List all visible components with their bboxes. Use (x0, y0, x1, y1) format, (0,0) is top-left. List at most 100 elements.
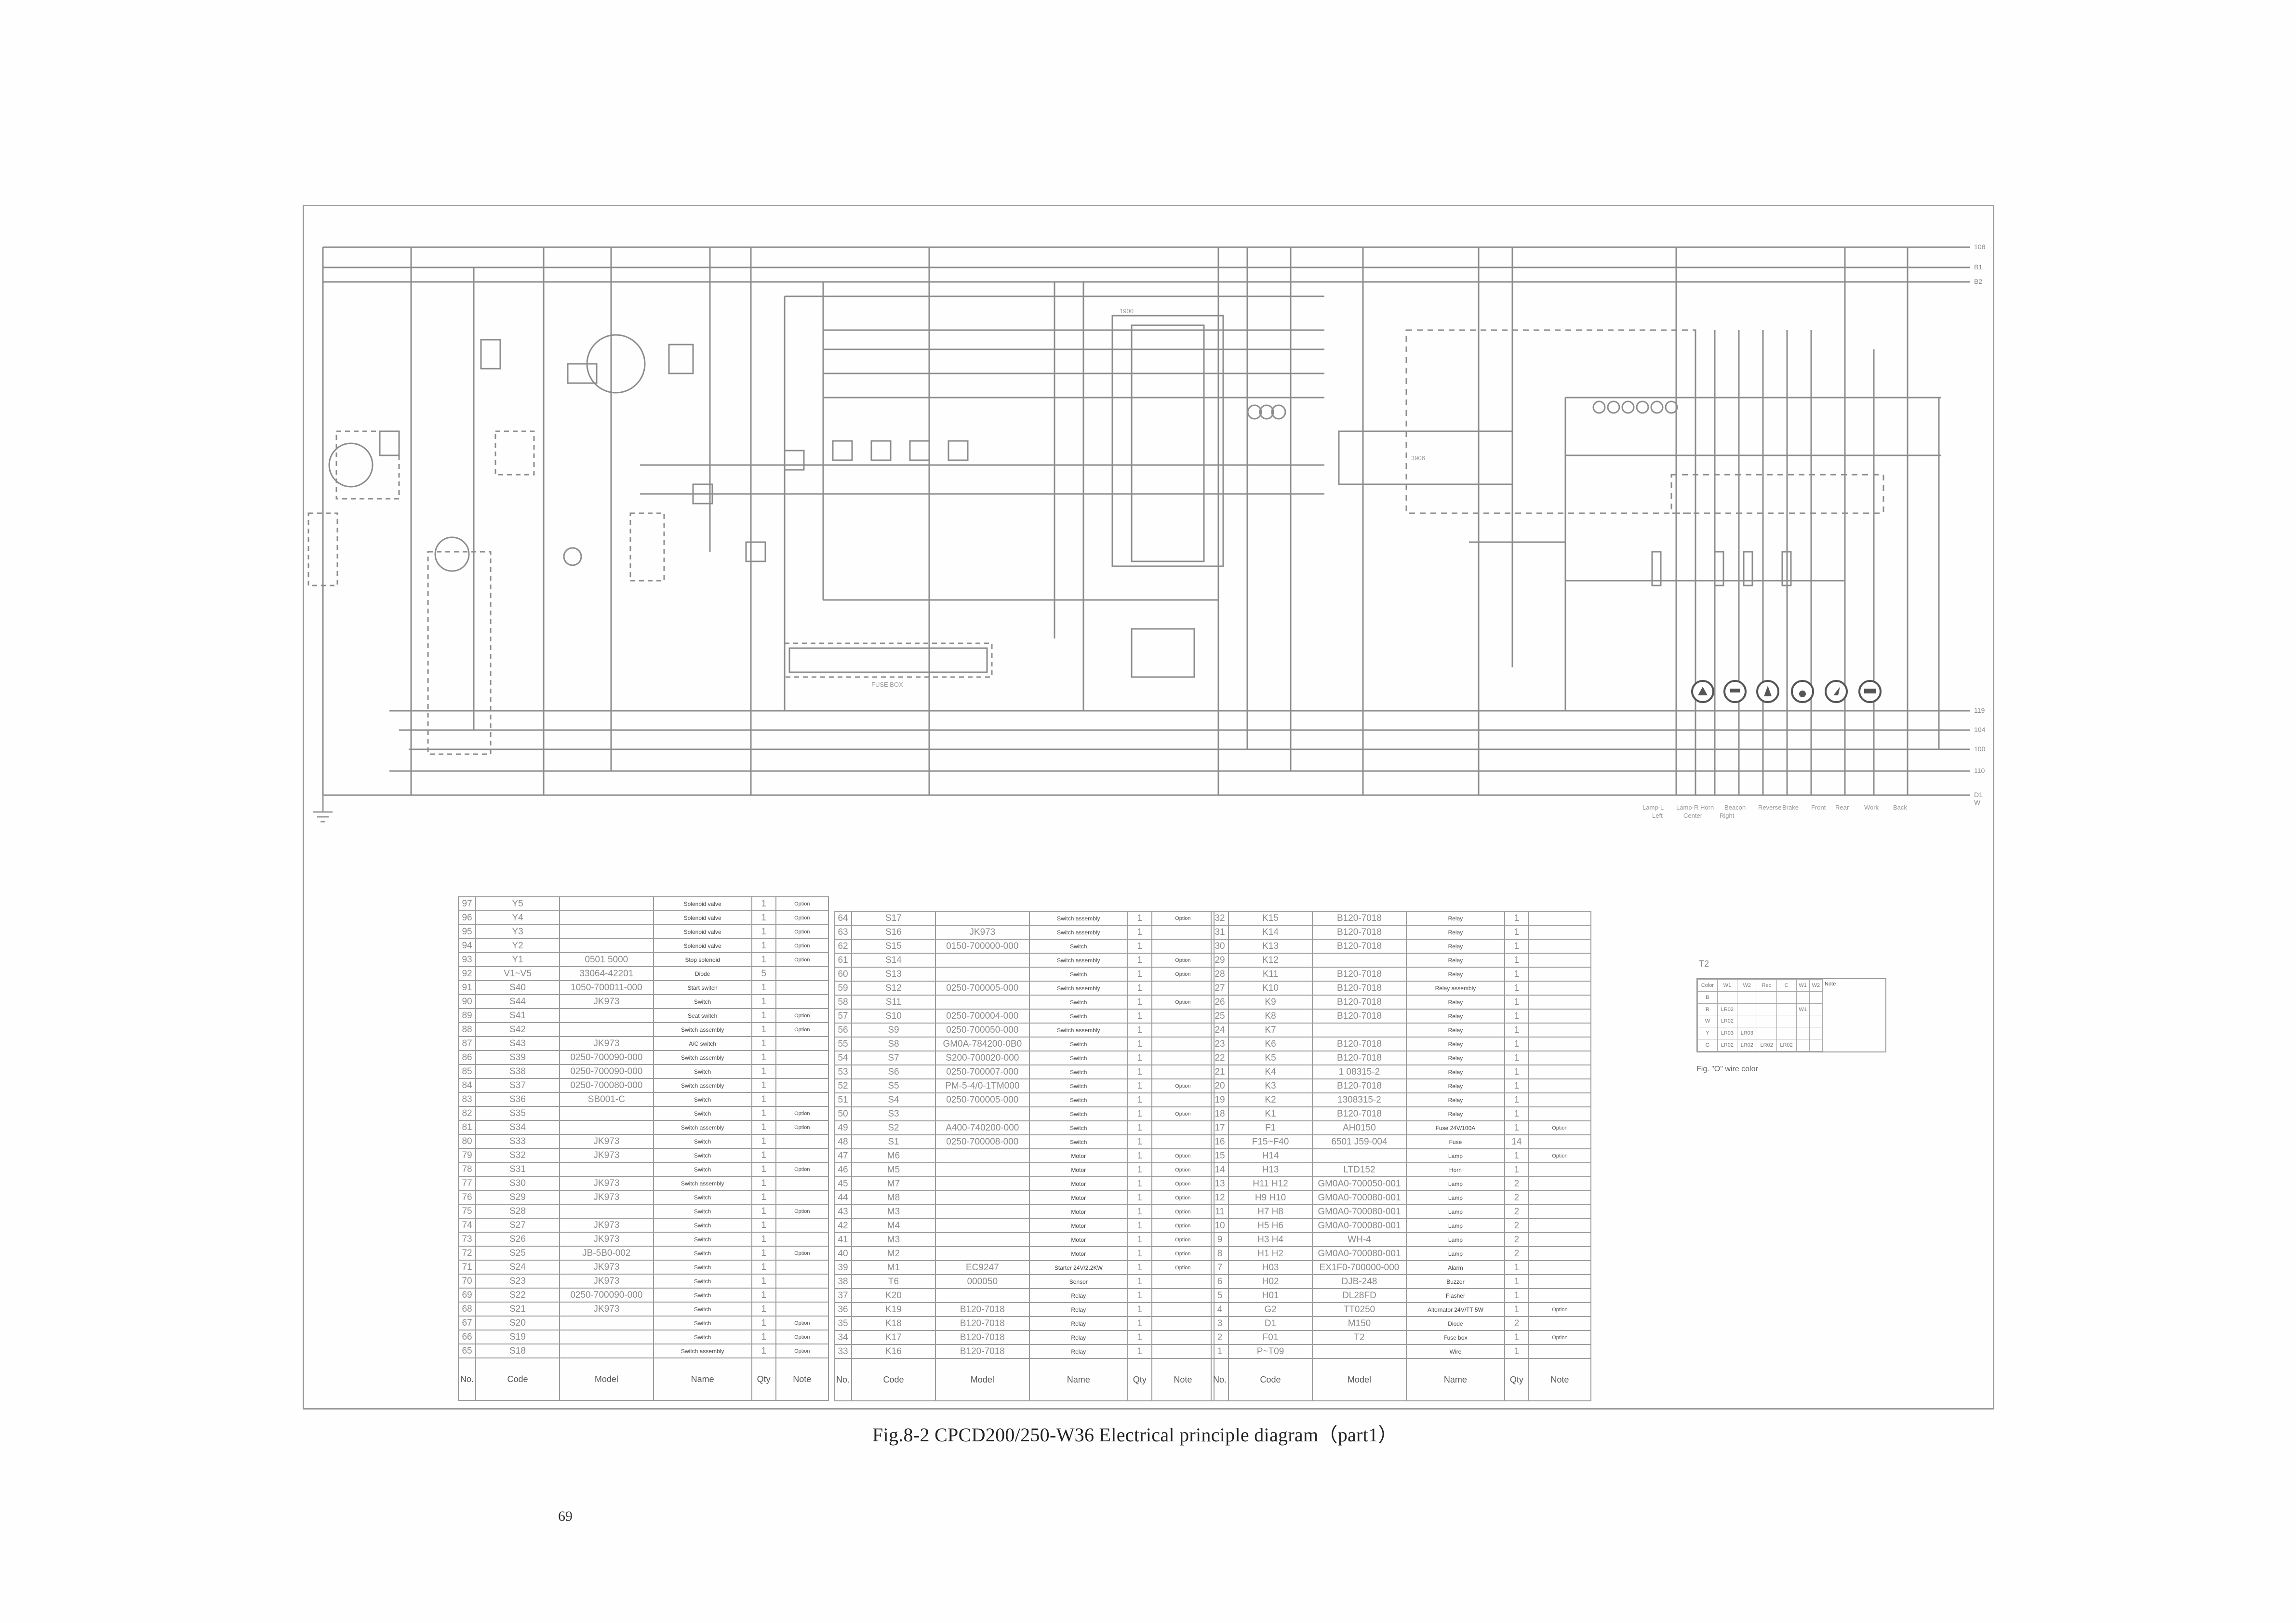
legend-cell (1809, 1003, 1823, 1016)
row-number: 2 (1210, 1330, 1229, 1345)
part-qty: 1 (1504, 1092, 1529, 1107)
part-model: 0250-700005-000 (934, 1092, 1030, 1107)
row-number: 74 (457, 1218, 477, 1233)
part-qty: 1 (1504, 995, 1529, 1010)
part-qty: 1 (1504, 1106, 1529, 1121)
part-note (775, 1288, 829, 1303)
part-note: Option (775, 1022, 829, 1037)
part-model (934, 1176, 1030, 1191)
part-note (1528, 1051, 1592, 1065)
part-model: 1050-700011-000 (559, 980, 654, 995)
part-model: JK973 (559, 994, 654, 1009)
part-name: Alarm (1405, 1260, 1506, 1275)
part-note (1528, 911, 1592, 926)
row-number: 53 (833, 1064, 853, 1079)
part-name: Switch (653, 1162, 752, 1177)
legend-cell: LR02 (1717, 1039, 1737, 1051)
svg-text:104: 104 (1974, 726, 1986, 733)
row-number: 23 (1210, 1037, 1229, 1051)
part-name: Lamp (1405, 1148, 1506, 1163)
part-model (559, 1106, 654, 1121)
legend-cell (1717, 991, 1737, 1004)
svg-text:Rear: Rear (1835, 804, 1849, 811)
part-qty: 1 (751, 1204, 776, 1219)
row-number: 70 (457, 1274, 477, 1289)
row-number: 58 (833, 995, 853, 1010)
part-qty: 1 (751, 924, 776, 939)
legend-cell (1756, 1015, 1777, 1028)
row-number: 52 (833, 1078, 853, 1093)
part-qty: 1 (1504, 911, 1529, 926)
row-number: 44 (833, 1190, 853, 1205)
part-qty: 1 (751, 1162, 776, 1177)
part-note: Option (1151, 1190, 1215, 1205)
svg-text:Center: Center (1683, 812, 1703, 819)
part-model: B120-7018 (934, 1344, 1030, 1359)
part-qty: 1 (751, 1288, 776, 1303)
part-code: M8 (851, 1190, 936, 1205)
part-model (1312, 1344, 1407, 1359)
part-code: K6 (1228, 1037, 1313, 1051)
part-model: 0250-700080-000 (559, 1078, 654, 1093)
part-code: K8 (1228, 1009, 1313, 1024)
part-note (1151, 1009, 1215, 1024)
part-code: H03 (1228, 1260, 1313, 1275)
part-note: Option (1151, 1148, 1215, 1163)
part-qty: 1 (751, 1218, 776, 1233)
part-note (775, 994, 829, 1009)
part-code: S30 (475, 1176, 561, 1191)
part-code: S21 (475, 1302, 561, 1317)
part-qty: 1 (751, 896, 776, 911)
part-qty: 1 (1127, 1274, 1152, 1289)
part-note (1528, 981, 1592, 996)
part-model: AH0150 (1312, 1120, 1407, 1135)
part-name: Relay (1405, 1078, 1506, 1093)
legend-header-cell: W2 (1736, 979, 1757, 992)
part-qty: 1 (1127, 1120, 1152, 1135)
legend-header-cell: Red (1756, 979, 1777, 992)
part-name: Switch (1028, 1051, 1128, 1065)
part-note: Option (775, 938, 829, 953)
part-code: Y2 (475, 938, 561, 953)
part-qty: 1 (751, 938, 776, 953)
part-code: S12 (851, 981, 936, 996)
part-qty: 1 (751, 1302, 776, 1317)
row-number: 30 (1210, 939, 1229, 954)
part-name: Fuse (1405, 1134, 1506, 1149)
part-name: Relay (1405, 953, 1506, 968)
part-name: Relay (1028, 1302, 1128, 1317)
part-model: B120-7018 (934, 1330, 1030, 1345)
part-model (559, 896, 654, 911)
row-number: 94 (457, 938, 477, 953)
part-name: Switch assembly (653, 1176, 752, 1191)
part-note: Option (775, 1106, 829, 1121)
part-model (934, 1288, 1030, 1303)
row-number: 75 (457, 1204, 477, 1219)
part-model (934, 1190, 1030, 1205)
part-code: K14 (1228, 925, 1313, 940)
part-model: B120-7018 (1312, 925, 1407, 940)
part-qty: 2 (1504, 1246, 1529, 1261)
part-code: H14 (1228, 1148, 1313, 1163)
part-note (775, 1176, 829, 1191)
svg-text:Front: Front (1811, 804, 1826, 811)
column-header: Model (934, 1358, 1030, 1401)
row-number: 83 (457, 1092, 477, 1107)
part-note (1528, 1162, 1592, 1177)
part-name: Motor (1028, 1190, 1128, 1205)
